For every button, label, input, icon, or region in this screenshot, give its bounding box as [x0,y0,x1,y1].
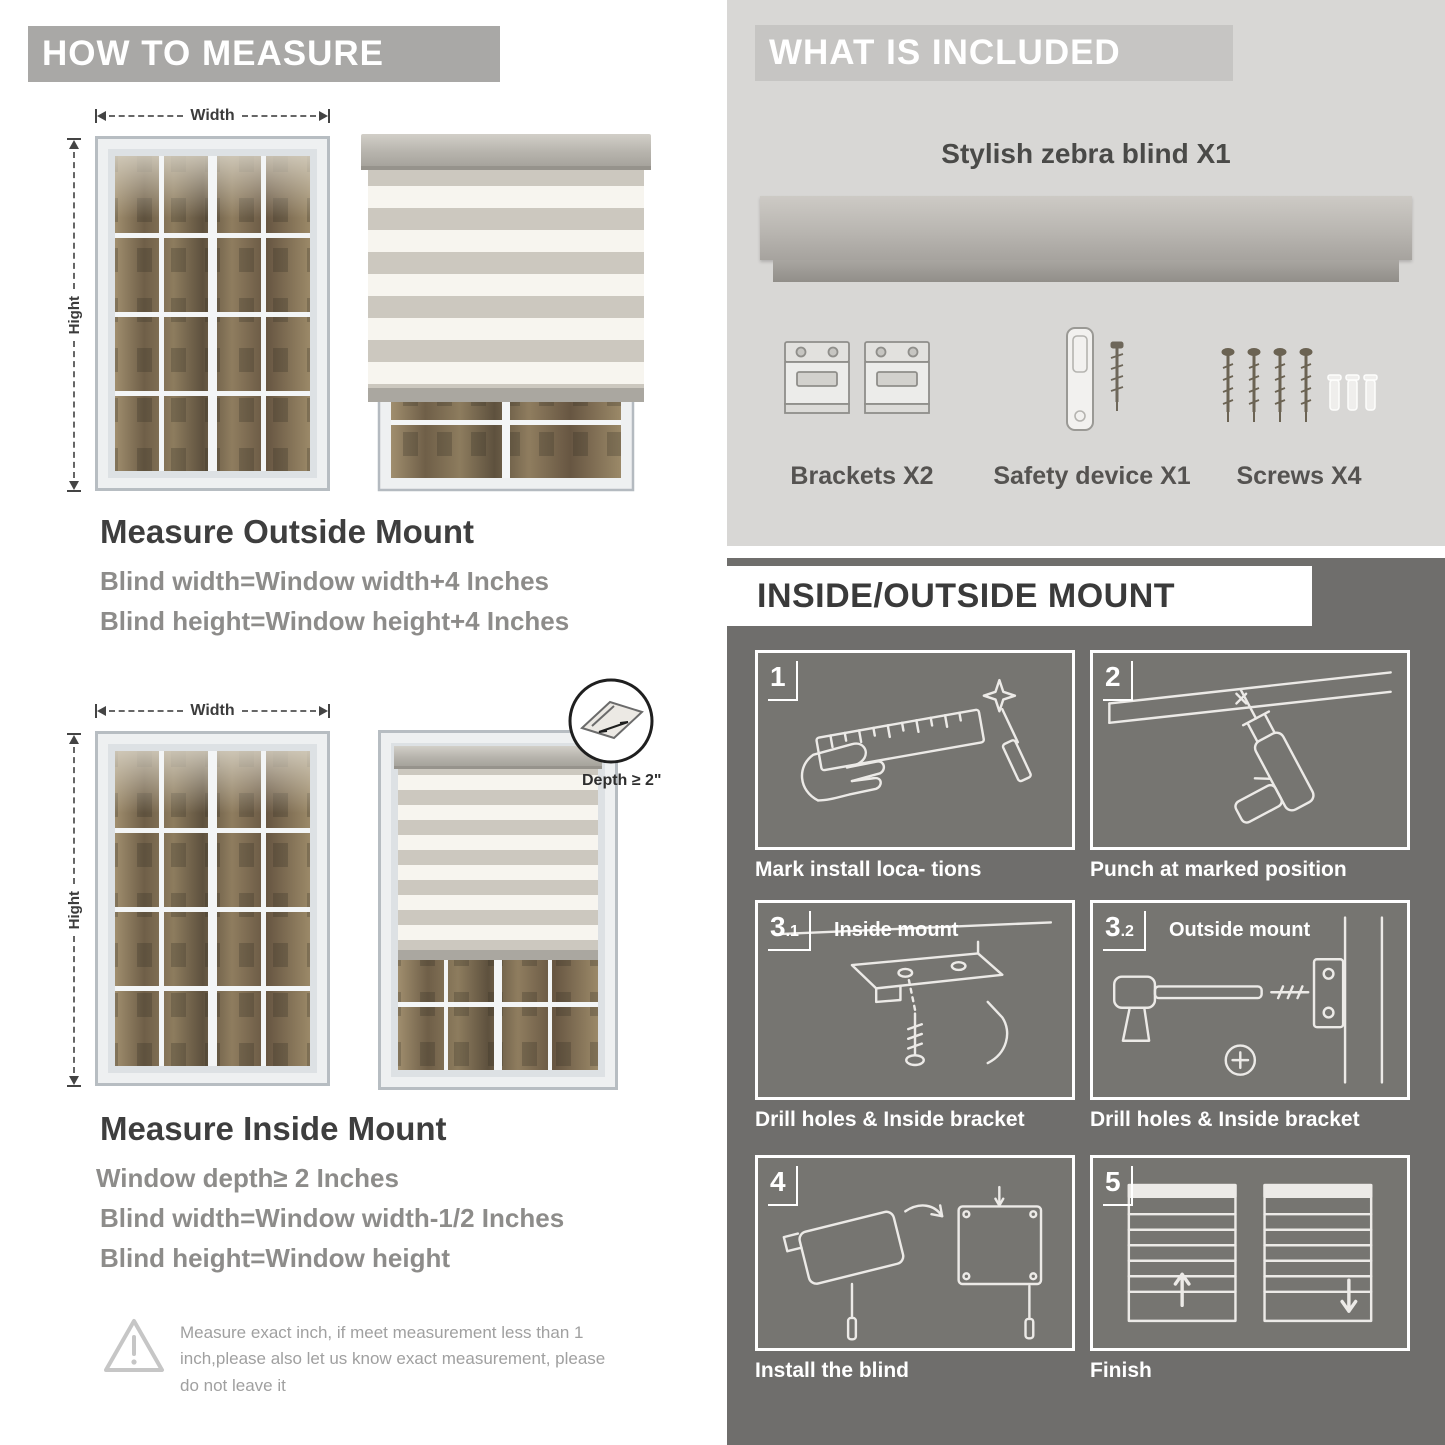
what-is-included-section: WHAT IS INCLUDED Stylish zebra blind X1 [727,0,1445,546]
step-panel-2: 2 [1090,650,1410,850]
window-illustration-outside [95,136,330,491]
height-arrow-inside: Hight [64,733,84,1088]
step3-2-outside-bracket-illustration [1112,916,1384,1084]
step5-finish-illustration [1127,1183,1373,1323]
headrail-illustration [760,196,1412,260]
arrow-tick [67,1085,81,1088]
arrow-up-icon [69,140,79,149]
how-to-measure-section: HOW TO MEASURE Width Hight [0,0,710,1445]
arrow-dash [241,115,316,117]
measurement-warning-text: Measure exact inch, if meet measurement … [180,1323,606,1395]
arrow-dash [73,341,75,479]
arrow-down-icon [69,481,79,491]
step-number: 3.2 [1103,911,1146,951]
brackets-label: Brackets X2 [790,462,934,490]
safety-device-illustration [1066,327,1124,431]
height-label: Hight [65,890,83,930]
zebra-blind-inside-illustration [378,730,618,1090]
arrow-dash [109,710,184,712]
inside-height-formula: Blind height=Window height [100,1243,450,1273]
width-arrow-inside: Width [95,701,330,721]
screws-label: Screws X4 [1236,462,1362,490]
arrow-left-icon [97,706,106,716]
width-arrow-outside: Width [95,106,330,126]
step-panel-3-2: 3.2 Outside mount [1090,900,1410,1100]
step5-caption: Finish [1090,1359,1152,1382]
brackets-illustration [784,341,930,414]
step4-caption: Install the blind [755,1359,910,1382]
what-is-included-header: WHAT IS INCLUDED [755,25,1233,81]
step-number: 4 [768,1166,798,1206]
arrow-tick [67,138,81,140]
step-number: 1 [768,661,798,701]
window-illustration-inside [95,731,330,1086]
arrow-dash [73,747,75,884]
arrow-up-icon [69,735,79,744]
step-panel-3-1: 3.1 Inside mount [755,900,1075,1100]
safety-device-label: Safety device X1 [993,462,1191,490]
blind-product-label: Stylish zebra blind X1 [941,138,1231,169]
screws-illustration [1221,348,1378,422]
arrow-tick [67,490,81,493]
zebra-blind-outside-illustration [361,134,651,492]
mount-section-header: INSIDE/OUTSIDE MOUNT [727,566,1312,626]
arrow-right-icon [319,111,328,121]
inside-depth-formula: Window depth≥ 2 Inches [96,1163,399,1193]
width-label: Width [190,702,235,719]
step3-1-inside-bracket-illustration [777,921,1053,1067]
arrow-tick [328,109,330,123]
depth-callout-circle [568,678,654,764]
arrow-dash [73,152,75,289]
step-number: 3.1 [768,911,811,951]
arrow-right-icon [319,706,328,716]
arrow-dash [241,710,316,712]
how-to-measure-header: HOW TO MEASURE [28,26,500,82]
height-arrow-outside: Hight [64,138,84,493]
depth-label: Depth ≥ 2" [582,772,662,789]
step-panel-1: 1 [755,650,1075,850]
step3-2-title: Outside mount [1169,919,1311,941]
outside-width-formula: Blind width=Window width+4 Inches [100,566,549,596]
inside-mount-title: Measure Inside Mount [100,1110,447,1147]
arrow-tick [95,109,97,123]
step-panel-5: 5 [1090,1155,1410,1351]
arrow-dash [73,936,75,1074]
step1-mark-illustration [800,678,1032,802]
arrow-down-icon [69,1076,79,1086]
step-number: 2 [1103,661,1133,701]
step3-2-caption: Drill holes & Inside bracket [1090,1108,1360,1131]
step2-drill-illustration [1108,671,1392,824]
arrow-tick [328,704,330,718]
outside-height-formula: Blind height=Window height+4 Inches [100,606,570,636]
headrail-bottom-lip [773,260,1399,282]
step-panel-4: 4 [755,1155,1075,1351]
arrow-tick [67,733,81,735]
step3-1-title: Inside mount [834,919,959,941]
width-label: Width [190,107,235,124]
outside-mount-title: Measure Outside Mount [100,513,475,550]
inside-width-formula: Blind width=Window width-1/2 Inches [100,1203,565,1233]
step2-caption: Punch at marked position [1090,858,1347,881]
step1-caption: Mark install loca- tions [755,858,982,881]
arrow-dash [109,115,184,117]
mount-instructions-section: INSIDE/OUTSIDE MOUNT [727,558,1445,1445]
warning-icon [104,1319,164,1372]
step3-1-caption: Drill holes & Inside bracket [755,1108,1025,1131]
arrow-tick [95,704,97,718]
step-number: 5 [1103,1166,1133,1206]
arrow-left-icon [97,111,106,121]
height-label: Hight [65,295,83,335]
step4-install-illustration [782,1185,1043,1341]
